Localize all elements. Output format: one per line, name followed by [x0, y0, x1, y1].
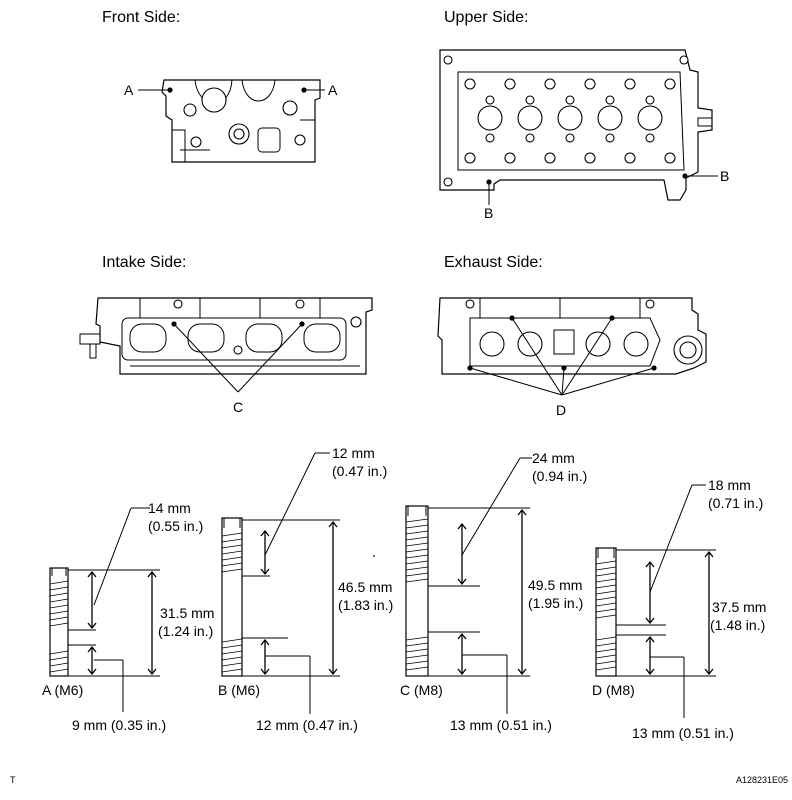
stud-d-dimension-drawing: 18 mm (0.71 in.) 37.5 mm (1.48 in.) D (M… [592, 477, 766, 741]
footer-left-mark: T [10, 775, 16, 785]
stud-a-total-in: (1.24 in.) [158, 623, 213, 639]
stud-d-upper-left-marker [509, 315, 515, 321]
intake-side-heading: Intake Side: [102, 254, 187, 271]
stud-d-total-mm: 37.5 mm [712, 599, 766, 615]
callout-a-left: A [124, 82, 134, 98]
callout-a-right: A [328, 82, 338, 98]
upper-side-heading: Upper Side: [444, 9, 529, 26]
stud-b-top-in: (0.47 in.) [332, 463, 387, 479]
callout-c: C [233, 399, 243, 415]
exhaust-side-view: D [437, 297, 707, 418]
stud-c-dimension-drawing: 24 mm (0.94 in.) 49.5 mm (1.95 in.) C (M… [400, 450, 587, 733]
stud-b-top-mm: 12 mm [332, 445, 375, 461]
callout-b-right: B [720, 168, 729, 184]
stud-a-dimension-drawing: 14 mm (0.55 in.) 31.5 mm (1.24 in.) A (M… [42, 500, 214, 733]
stud-a-name: A (M6) [42, 682, 83, 698]
exhaust-side-heading: Exhaust Side: [444, 254, 543, 271]
stud-c-top-mm: 24 mm [532, 450, 575, 466]
stud-d-bottom: 13 mm (0.51 in.) [632, 725, 734, 741]
stud-d-name: D (M8) [592, 682, 635, 698]
stud-c-total-in: (1.95 in.) [528, 595, 583, 611]
stud-d-total-in: (1.48 in.) [710, 617, 765, 633]
stud-a-bottom: 9 mm (0.35 in.) [72, 717, 166, 733]
stud-a-top-mm: 14 mm [148, 500, 191, 516]
stud-b-right-marker [682, 173, 688, 179]
stray-dot [373, 555, 375, 557]
stud-c-name: C (M8) [400, 682, 443, 698]
stud-b-total-in: (1.83 in.) [338, 597, 393, 613]
stud-a-left-marker [167, 87, 173, 93]
figure-code: A128231E05 [736, 775, 788, 785]
stud-b-total-mm: 46.5 mm [338, 579, 392, 595]
stud-d-top-mm: 18 mm [708, 477, 751, 493]
callout-b-bottom: B [484, 205, 493, 221]
stud-d-top-in: (0.71 in.) [708, 495, 763, 511]
stud-b-dimension-drawing: 12 mm (0.47 in.) 46.5 mm (1.83 in.) B (M… [218, 445, 393, 733]
intake-side-view: C [79, 297, 373, 415]
front-side-view: A A [124, 79, 338, 163]
stud-c-total-mm: 49.5 mm [528, 577, 582, 593]
stud-b-name: B (M6) [218, 682, 260, 698]
stud-a-right-marker [301, 87, 307, 93]
stud-a-total-mm: 31.5 mm [160, 605, 214, 621]
front-side-heading: Front Side: [102, 9, 180, 26]
stud-c-top-in: (0.94 in.) [532, 468, 587, 484]
callout-d: D [556, 402, 566, 418]
stud-a-top-in: (0.55 in.) [148, 518, 203, 534]
stud-b-left-marker [486, 179, 492, 185]
stud-c-bottom: 13 mm (0.51 in.) [450, 717, 552, 733]
stud-b-bottom: 12 mm (0.47 in.) [256, 717, 358, 733]
upper-side-view: B B [439, 49, 729, 221]
